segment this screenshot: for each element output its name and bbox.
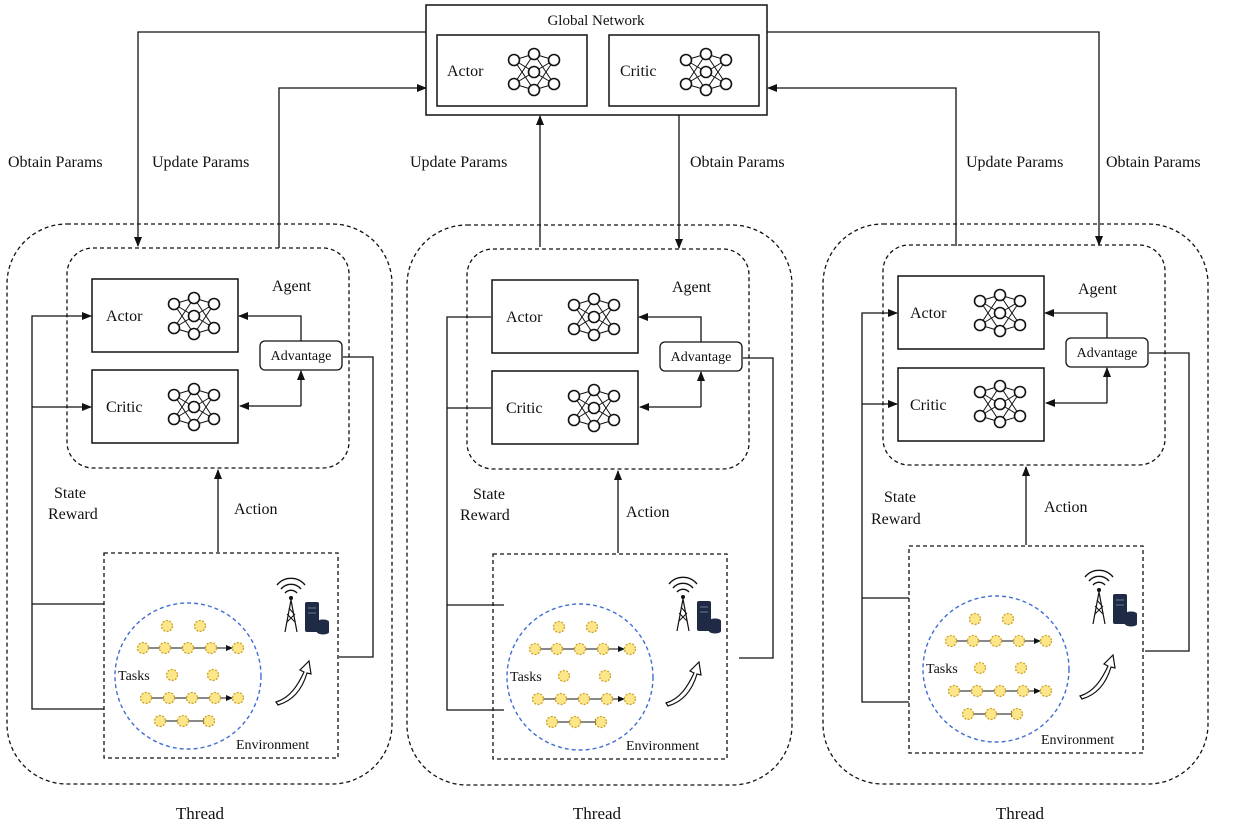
reward-label: Reward	[871, 511, 921, 528]
task-pool-circle	[506, 603, 654, 751]
advantage-to-actor-arrow	[638, 313, 702, 342]
global-network-title: Global Network	[547, 13, 645, 29]
environment-label: Environment	[236, 738, 309, 753]
state-reward-line	[31, 312, 104, 710]
global-actor-label: Actor	[447, 63, 484, 80]
tasks-label: Tasks	[118, 669, 150, 684]
environment-label: Environment	[1041, 733, 1114, 748]
tower-server-icon	[1084, 569, 1138, 628]
environment-box	[492, 553, 728, 760]
thread-label-1: Thread	[176, 804, 225, 823]
agent-title: Agent	[672, 279, 712, 296]
obtain-params-label-right: Obtain Params	[1106, 154, 1201, 171]
global-network: Global Network Actor Critic	[425, 4, 768, 116]
environment-to-advantage-line	[739, 357, 774, 659]
tasks-label: Tasks	[926, 662, 958, 677]
state-reward-line	[861, 309, 909, 703]
reward-label: Reward	[460, 507, 510, 524]
state-label: State	[884, 489, 916, 506]
tasks-label: Tasks	[510, 670, 542, 685]
agent-boundary	[882, 244, 1166, 466]
agent-actor-label: Actor	[506, 309, 543, 326]
global-actor-box	[436, 34, 588, 107]
update-params-label-middle: Update Params	[410, 154, 507, 171]
environment-to-advantage-line	[339, 356, 374, 658]
environment-label: Environment	[626, 739, 699, 754]
advantage-label: Advantage	[1077, 346, 1138, 361]
agent-critic-box	[897, 367, 1045, 442]
agent-actor-box	[897, 275, 1045, 350]
offload-arrow-icon	[275, 659, 312, 706]
param-connections	[134, 31, 1103, 249]
action-label: Action	[626, 504, 670, 521]
advantage-label: Advantage	[671, 350, 732, 365]
obtain-params-label-left: Obtain Params	[8, 154, 103, 171]
task-graph	[528, 620, 637, 729]
agent-critic-label: Critic	[910, 397, 946, 414]
advantage-to-actor-arrow	[238, 312, 302, 341]
agent-actor-label: Actor	[910, 305, 947, 322]
agent-title: Agent	[272, 278, 312, 295]
advantage-to-actor-arrow	[1044, 309, 1108, 338]
thread-boundary	[822, 223, 1209, 785]
state-label: State	[473, 486, 505, 503]
agent-title: Agent	[1078, 281, 1118, 298]
agent-critic-label: Critic	[106, 399, 142, 416]
update-params-label-left: Update Params	[152, 154, 249, 171]
offload-arrow-icon	[665, 660, 702, 707]
thread-label-3: Thread	[996, 804, 1045, 823]
agent-actor-box	[91, 278, 239, 353]
agent-boundary	[66, 247, 350, 469]
action-label: Action	[1044, 499, 1088, 516]
task-pool-circle	[114, 602, 262, 750]
environment-box	[908, 545, 1144, 754]
obtain-params-label-middle: Obtain Params	[690, 154, 785, 171]
thread-boundary	[6, 223, 393, 785]
agent-critic-box	[91, 369, 239, 444]
agent-critic-box	[491, 370, 639, 445]
obtain-params-arrow-right	[767, 31, 1103, 246]
update-params-arrow-left	[278, 84, 427, 248]
task-graph	[944, 612, 1053, 721]
thread-label-2: Thread	[573, 804, 622, 823]
thread-2: Agent Actor Critic Advantage State Rewar…	[406, 224, 793, 786]
global-critic-label: Critic	[620, 63, 656, 80]
action-label: Action	[234, 501, 278, 518]
agent-actor-label: Actor	[106, 308, 143, 325]
environment-box	[103, 552, 339, 759]
global-critic-box	[608, 34, 760, 107]
tower-server-icon	[276, 577, 330, 636]
state-label: State	[54, 485, 86, 502]
task-pool-circle	[922, 595, 1070, 743]
thread-3: Agent Actor Critic Advantage State Rewar…	[822, 223, 1209, 785]
obtain-params-arrow-left	[134, 31, 426, 247]
reward-label: Reward	[48, 506, 98, 523]
thread-boundary	[406, 224, 793, 786]
update-params-arrow-right	[767, 84, 957, 246]
agent-critic-label: Critic	[506, 400, 542, 417]
state-reward-line	[446, 316, 504, 711]
thread-1: Agent Actor Critic Advantage State Rewar…	[6, 223, 393, 785]
advantage-label: Advantage	[271, 349, 332, 364]
update-params-label-right: Update Params	[966, 154, 1063, 171]
tower-server-icon	[668, 576, 722, 635]
agent-boundary	[466, 248, 750, 470]
task-graph	[136, 619, 245, 728]
environment-to-advantage-line	[1145, 352, 1190, 652]
offload-arrow-icon	[1079, 653, 1116, 700]
